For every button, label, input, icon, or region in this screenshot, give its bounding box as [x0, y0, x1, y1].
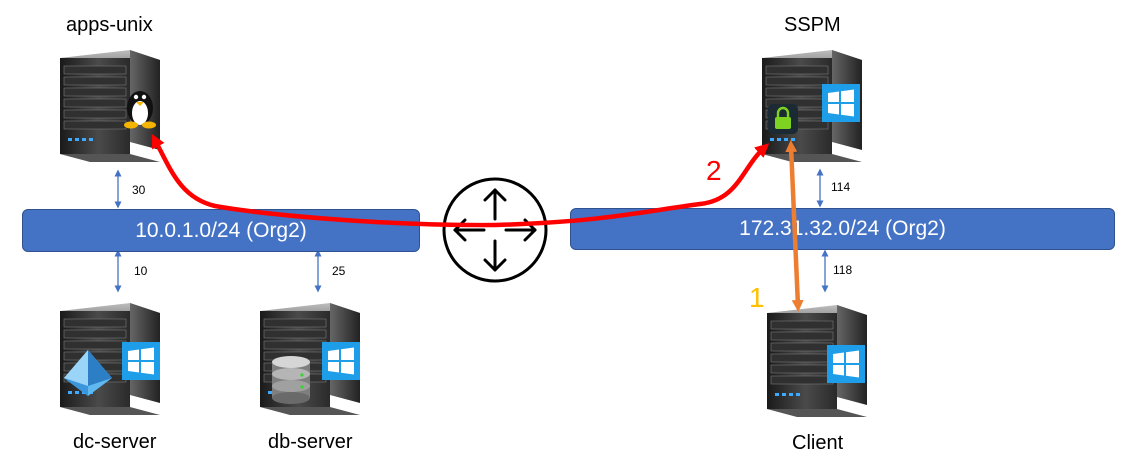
- dc-server-label: dc-server: [73, 431, 157, 453]
- sspm-label: SSPM: [784, 14, 841, 36]
- path-one-orange: [785, 140, 804, 312]
- router-icon: [442, 177, 548, 283]
- lock-icon: [768, 104, 798, 134]
- db-server-server: [259, 302, 361, 416]
- link-arrows: [114, 168, 829, 293]
- link-number-dc-server: 10: [134, 264, 148, 278]
- link-number-db-server: 25: [332, 264, 346, 278]
- network-bar-left: 10.0.1.0/24 (Org2): [22, 209, 420, 252]
- network-label-left: 10.0.1.0/24 (Org2): [135, 218, 307, 242]
- client-label: Client: [792, 432, 844, 454]
- dc-server-server: [59, 302, 161, 416]
- path-two-red: [151, 133, 770, 228]
- link-number-apps-unix: 30: [132, 183, 146, 197]
- apps-unix-label: apps-unix: [66, 14, 153, 36]
- database-icon: [272, 356, 310, 404]
- step-one-label: 1: [749, 282, 765, 313]
- sspm-server: [761, 49, 863, 163]
- step-two-label: 2: [706, 155, 722, 186]
- db-server-label: db-server: [268, 431, 353, 453]
- linux-penguin-icon: [124, 91, 156, 129]
- active-directory-icon: [64, 350, 112, 396]
- link-number-sspm: 114: [831, 180, 851, 194]
- link-number-client: 118: [833, 263, 853, 277]
- apps-unix-server: [59, 49, 161, 163]
